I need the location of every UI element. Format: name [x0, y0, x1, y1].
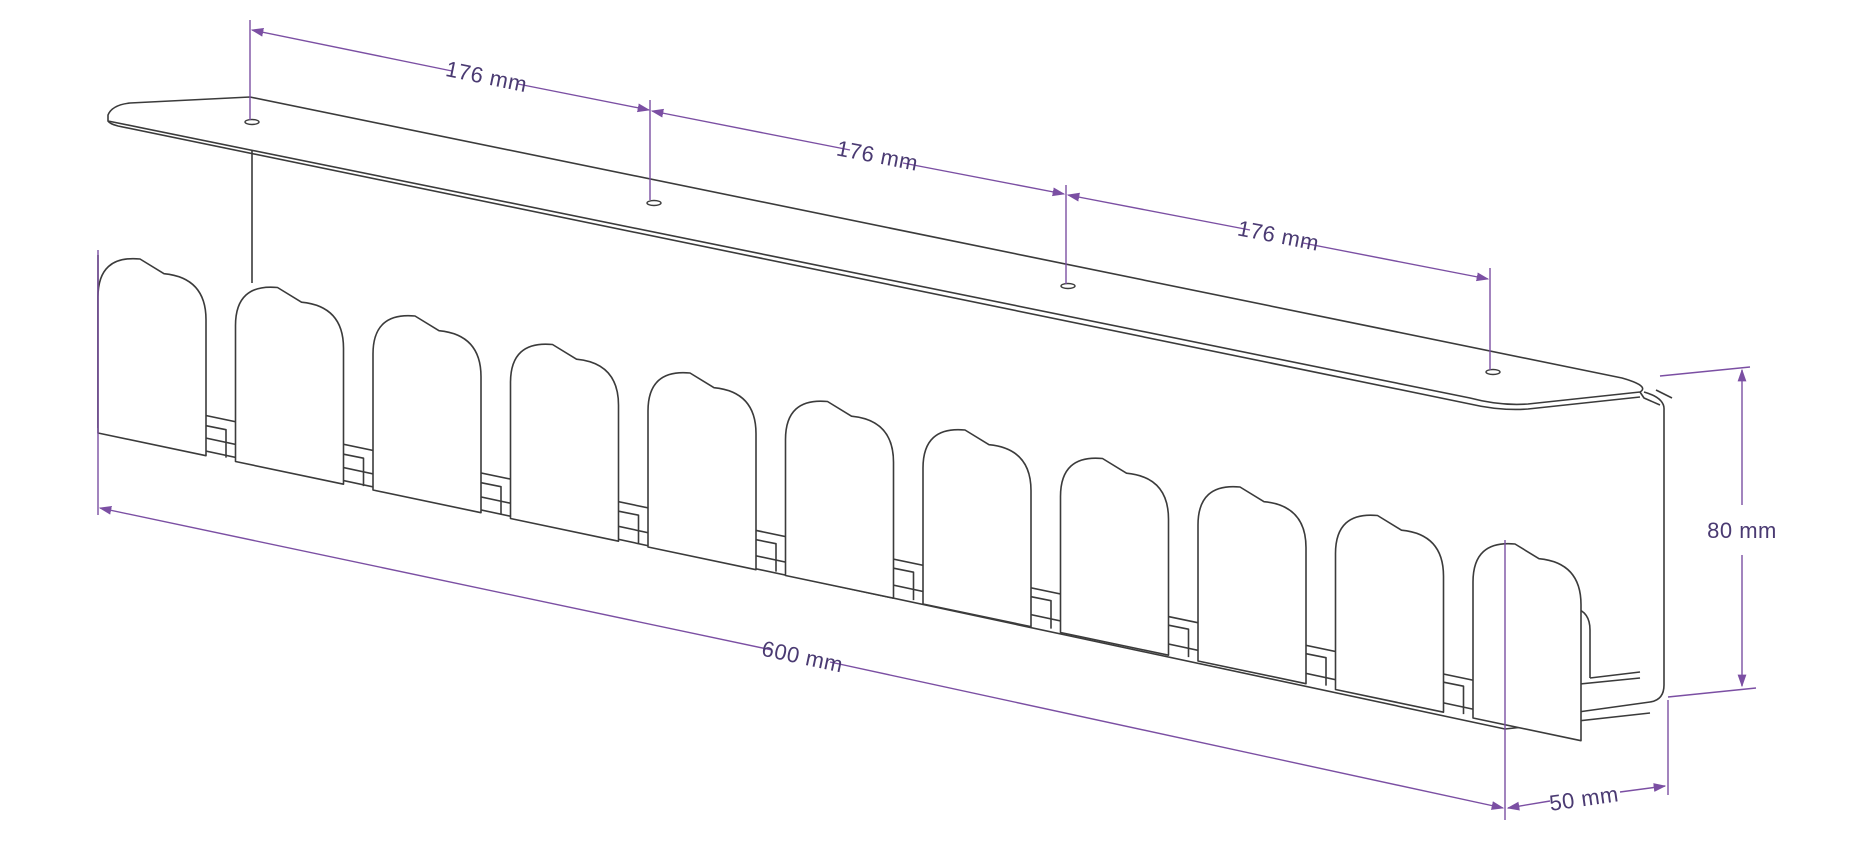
dim-label-spacing-1: 176 mm [444, 56, 530, 97]
mount-hole-3 [1060, 282, 1076, 290]
mounting-holes [244, 118, 1501, 376]
mount-hole-2 [646, 199, 662, 207]
dim-length-b [829, 661, 1505, 810]
ext-line-height-bottom [1667, 687, 1757, 698]
tab-base-return-1 [205, 424, 227, 458]
cable-tab-2 [234, 286, 345, 485]
tab-base-return-3 [480, 481, 502, 515]
dim-label-height: 80 mm [1707, 518, 1777, 543]
dim-label-spacing-2: 176 mm [835, 135, 921, 175]
tab-base-return-9 [1305, 652, 1327, 686]
dim-spacing-2-a [650, 108, 851, 151]
tab-base-return-4 [618, 510, 640, 544]
tab-base-return-5 [755, 538, 777, 572]
dim-label-spacing-3: 176 mm [1236, 215, 1322, 255]
cable-tab-11 [1472, 542, 1582, 742]
dim-spacing-2-b [902, 162, 1066, 197]
dim-spacing-1-b [517, 83, 651, 113]
mount-hole-1 [244, 118, 260, 126]
tab-base-return-10 [1443, 681, 1465, 715]
cable-tabs [97, 257, 1582, 742]
cable-tab-5 [647, 371, 757, 571]
tab-base-return-2 [343, 453, 365, 487]
dim-label-length: 600 mm [760, 636, 846, 678]
tab-base-return-6 [893, 567, 915, 601]
cable-tab-9 [1197, 485, 1307, 685]
tab-base-return-8 [1168, 624, 1190, 658]
dimension-lines [97, 20, 1757, 820]
cable-tab-7 [922, 428, 1032, 628]
mount-hole-4 [1485, 368, 1501, 376]
cable-tab-4 [509, 343, 620, 542]
dim-spacing-3-b [1302, 242, 1490, 282]
ext-line-height-top [1659, 366, 1751, 377]
dim-depth-a [1506, 800, 1551, 811]
dim-length-a [98, 506, 773, 651]
cable-tab-10 [1334, 514, 1445, 713]
cable-tab-8 [1059, 457, 1170, 656]
cable-tab-3 [372, 314, 482, 514]
dim-depth-b [1619, 783, 1667, 793]
cable-tab-1 [97, 257, 207, 457]
dim-spacing-3-a [1066, 192, 1251, 231]
cable-tab-6 [784, 400, 895, 599]
mounting-plate [107, 96, 1661, 411]
tab-base-return-7 [1030, 595, 1052, 629]
dim-spacing-1-a [250, 27, 453, 72]
dim-label-depth: 50 mm [1548, 781, 1621, 815]
